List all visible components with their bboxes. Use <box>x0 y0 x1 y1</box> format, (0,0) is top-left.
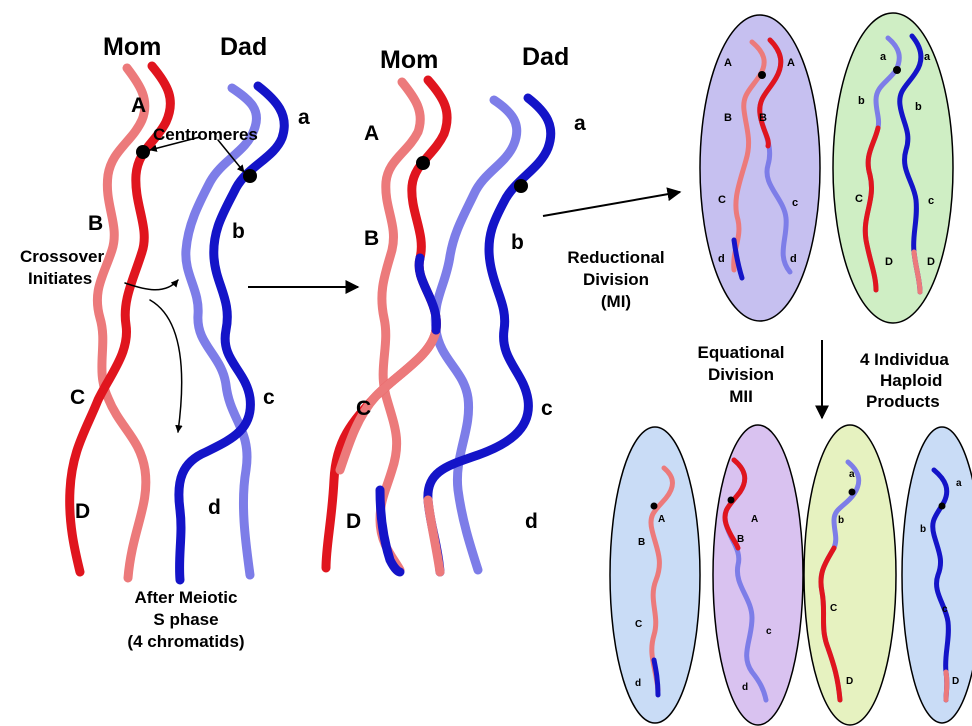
gene-d-2: d <box>525 510 538 533</box>
mii-cell-2 <box>713 425 803 725</box>
mi-left-B1: B <box>724 112 732 124</box>
equational-line2: Division <box>708 365 774 384</box>
mii-4-c: c <box>942 604 948 615</box>
products-line3: Products <box>866 392 940 411</box>
mii-2-A: A <box>751 514 758 525</box>
mii-4-b: b <box>920 524 926 535</box>
mi-right-a1: a <box>880 51 887 63</box>
centromere-mom <box>136 145 150 159</box>
gene-C-2: C <box>356 397 371 420</box>
gene-d-1: d <box>208 496 221 519</box>
crossover-label-line2: Initiates <box>28 269 92 288</box>
products-line1: 4 Individua <box>860 350 949 369</box>
centromere-mom-2 <box>416 156 430 170</box>
mi-right-b1: b <box>858 95 865 107</box>
mi-left-B2: B <box>759 112 767 124</box>
caption-line3: (4 chromatids) <box>127 632 244 651</box>
gene-C-1: C <box>70 386 85 409</box>
centromeres-label: Centromeres <box>153 125 258 144</box>
reductional-line1: Reductional <box>567 248 664 267</box>
mi-right-D1: D <box>885 256 893 268</box>
mii-3-a: a <box>849 469 855 480</box>
mii-cell-4 <box>902 427 972 723</box>
gene-A-1: A <box>131 94 146 117</box>
mom-chromatid-light-2 <box>380 82 420 570</box>
mi-right-a2: a <box>924 51 931 63</box>
mi-right-C: C <box>855 193 863 205</box>
gene-c-2: c <box>541 397 553 420</box>
mi-cell-left <box>700 15 820 321</box>
mi-right-D2: D <box>927 256 935 268</box>
gene-a-2: a <box>574 112 586 135</box>
mi-cell-right <box>833 13 953 323</box>
mii-2-d: d <box>742 682 748 693</box>
caption-line2: S phase <box>153 610 218 629</box>
mii-2-c: c <box>766 626 772 637</box>
centromere-dad <box>243 169 257 183</box>
equational-line1: Equational <box>698 343 785 362</box>
gene-c-1: c <box>263 386 275 409</box>
mii-1-A: A <box>658 514 665 525</box>
mii-2-B: B <box>737 534 744 545</box>
mi-left-d1: d <box>718 253 725 265</box>
crossover-label-line1: Crossover <box>20 247 104 266</box>
dad-label-2: Dad <box>522 43 569 71</box>
recombinant-segment-4 <box>428 500 440 572</box>
gene-a-1: a <box>298 106 310 129</box>
mi-left-d2: d <box>790 253 797 265</box>
mii-cell-1 <box>610 427 700 723</box>
reductional-line3: (MI) <box>601 292 631 311</box>
mi-right-b2: b <box>915 101 922 113</box>
gene-b-1: b <box>232 220 245 243</box>
mii-1-B: B <box>638 537 645 548</box>
arrow-to-mi <box>543 192 680 216</box>
centromere-dad-2 <box>514 179 528 193</box>
equational-line3: MII <box>729 387 753 406</box>
gene-A-2: A <box>364 122 379 145</box>
mii-1-C: C <box>635 619 642 630</box>
gene-B-2: B <box>364 227 379 250</box>
mii-3-D: D <box>846 676 853 687</box>
mii-3-b: b <box>838 515 844 526</box>
panel-crossover <box>326 80 551 572</box>
gene-D-1: D <box>75 500 90 523</box>
mi-left-c: c <box>792 197 798 209</box>
mi-left-A1: A <box>724 57 732 69</box>
products-line2: Haploid <box>880 371 942 390</box>
reductional-line2: Division <box>583 270 649 289</box>
mii-1-d: d <box>635 678 641 689</box>
mii-4-D: D <box>952 676 959 687</box>
mi-left-A2: A <box>787 57 795 69</box>
gene-D-2: D <box>346 510 361 533</box>
mii-3-C: C <box>830 603 837 614</box>
mii-4-a: a <box>956 478 962 489</box>
caption-line1: After Meiotic <box>135 588 238 607</box>
crossover-arrow-down <box>150 300 182 432</box>
mi-right-c: c <box>928 195 934 207</box>
gene-B-1: B <box>88 212 103 235</box>
mom-label-1: Mom <box>103 33 161 61</box>
mi-left-C: C <box>718 194 726 206</box>
gene-b-2: b <box>511 231 524 254</box>
mom-label-2: Mom <box>380 46 438 74</box>
recombinant-segment-2 <box>419 258 436 330</box>
dad-label-1: Dad <box>220 33 267 61</box>
